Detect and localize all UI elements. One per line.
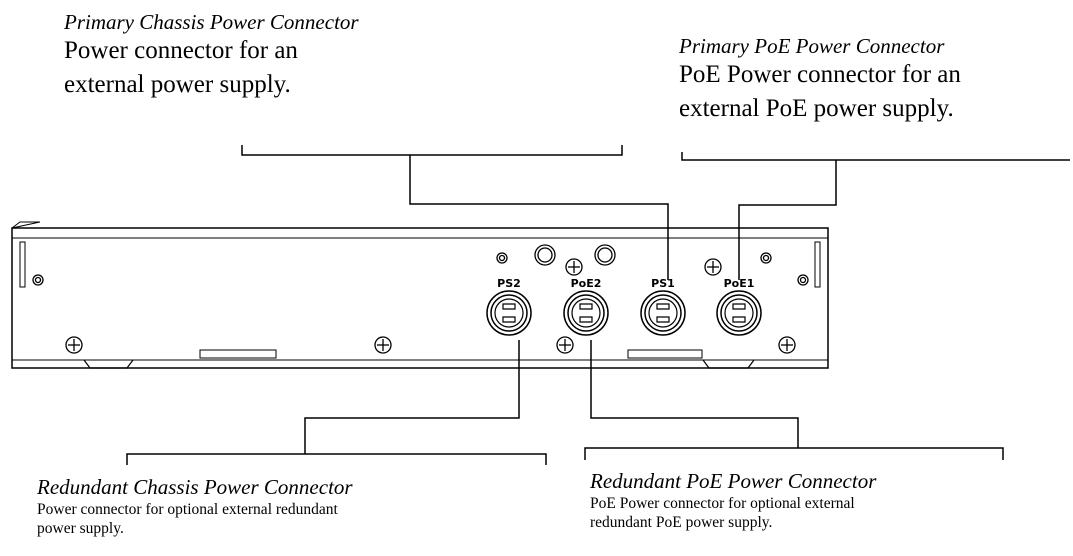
callout-title: Primary PoE Power Connector	[679, 34, 945, 58]
port-label-poe2: PoE2	[571, 277, 602, 290]
leader-line-primary-poe	[681, 152, 1070, 280]
callout-redundant-poe: Redundant PoE Power Connector PoE Power …	[590, 468, 1010, 532]
connector-poe1	[716, 290, 762, 336]
callout-description: Power connector for optional external re…	[37, 501, 338, 537]
screw-icon	[704, 258, 722, 276]
screw-icon	[565, 258, 583, 276]
leader-line-redundant-poe	[584, 340, 1004, 460]
callout-redundant-chassis: Redundant Chassis Power Connector Power …	[37, 474, 457, 538]
callout-title: Primary Chassis Power Connector	[64, 10, 359, 34]
port-label-ps2: PS2	[497, 277, 521, 290]
leader-line-redundant-chassis	[126, 340, 547, 465]
callout-description: PoE Power connector for optional externa…	[590, 495, 855, 531]
callout-primary-poe: Primary PoE Power Connector PoE Power co…	[679, 34, 1059, 126]
callout-description: PoE Power connector for an external PoE …	[679, 61, 961, 122]
chassis-body	[11, 221, 829, 369]
screw-icon	[374, 336, 392, 354]
connector-ps1	[640, 290, 686, 336]
screw-icon	[778, 336, 796, 354]
callout-primary-chassis: Primary Chassis Power Connector Power co…	[64, 10, 444, 102]
connector-poe2	[563, 290, 609, 336]
leader-line-primary-chassis	[241, 145, 669, 280]
screw-icon	[65, 336, 83, 354]
callout-title: Redundant PoE Power Connector	[590, 469, 877, 493]
connector-ps2	[486, 290, 532, 336]
callout-title: Redundant Chassis Power Connector	[37, 475, 353, 499]
port-label-ps1: PS1	[651, 277, 675, 290]
screws	[65, 258, 796, 354]
vent-holes	[32, 244, 809, 286]
port-label-poe1: PoE1	[724, 277, 755, 290]
callout-description: Power connector for an external power su…	[64, 37, 298, 98]
screw-icon	[556, 336, 574, 354]
